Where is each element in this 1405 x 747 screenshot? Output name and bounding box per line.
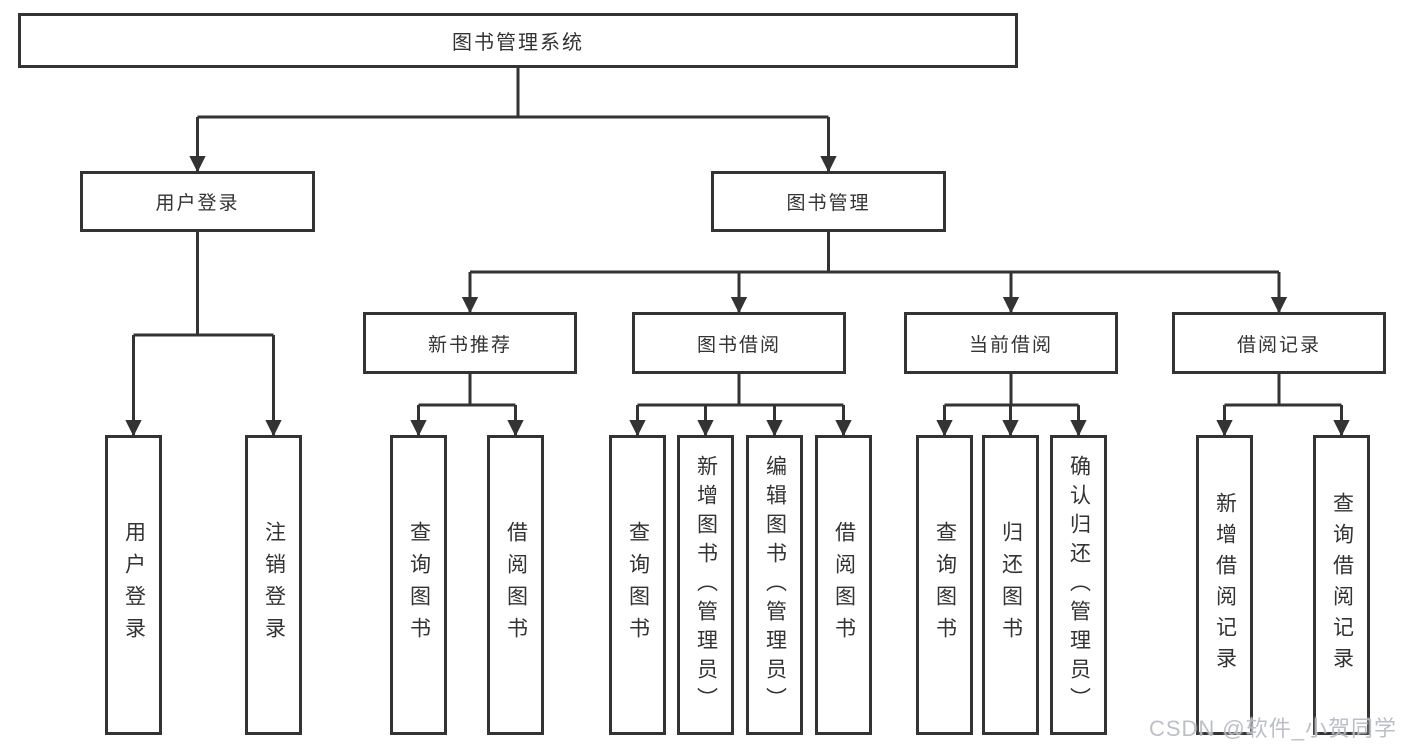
leaf-query-books-current: 查询图书: [916, 435, 973, 735]
leaf-borrow-books: 借阅图书: [815, 435, 872, 735]
leaf-query-books-recommend: 查询图书: [390, 435, 447, 735]
leaf-query-borrow-record: 查询借阅记录: [1313, 435, 1370, 735]
node-book-management: 图书管理: [711, 171, 946, 232]
csdn-watermark: CSDN @软件_小贺同学: [1148, 716, 1397, 741]
node-current-borrowing: 当前借阅: [904, 312, 1118, 374]
node-user-login: 用户登录: [80, 171, 315, 232]
leaf-add-borrow-record: 新增借阅记录: [1196, 435, 1253, 735]
node-new-book-recommendation: 新书推荐: [363, 312, 577, 374]
leaf-edit-books-admin: 编辑图书（管理员）: [746, 435, 803, 735]
leaf-query-books-borrow: 查询图书: [609, 435, 666, 735]
leaf-return-books: 归还图书: [982, 435, 1039, 735]
node-borrowing-records: 借阅记录: [1172, 312, 1386, 374]
leaf-add-books-admin: 新增图书（管理员）: [677, 435, 734, 735]
leaf-user-login: 用户登录: [105, 435, 162, 735]
leaf-confirm-return-admin: 确认归还（管理员）: [1050, 435, 1107, 735]
node-book-borrowing: 图书借阅: [632, 312, 846, 374]
leaf-logout: 注销登录: [245, 435, 302, 735]
node-library-management-system: 图书管理系统: [18, 13, 1018, 68]
leaf-borrow-books-recommend: 借阅图书: [487, 435, 544, 735]
